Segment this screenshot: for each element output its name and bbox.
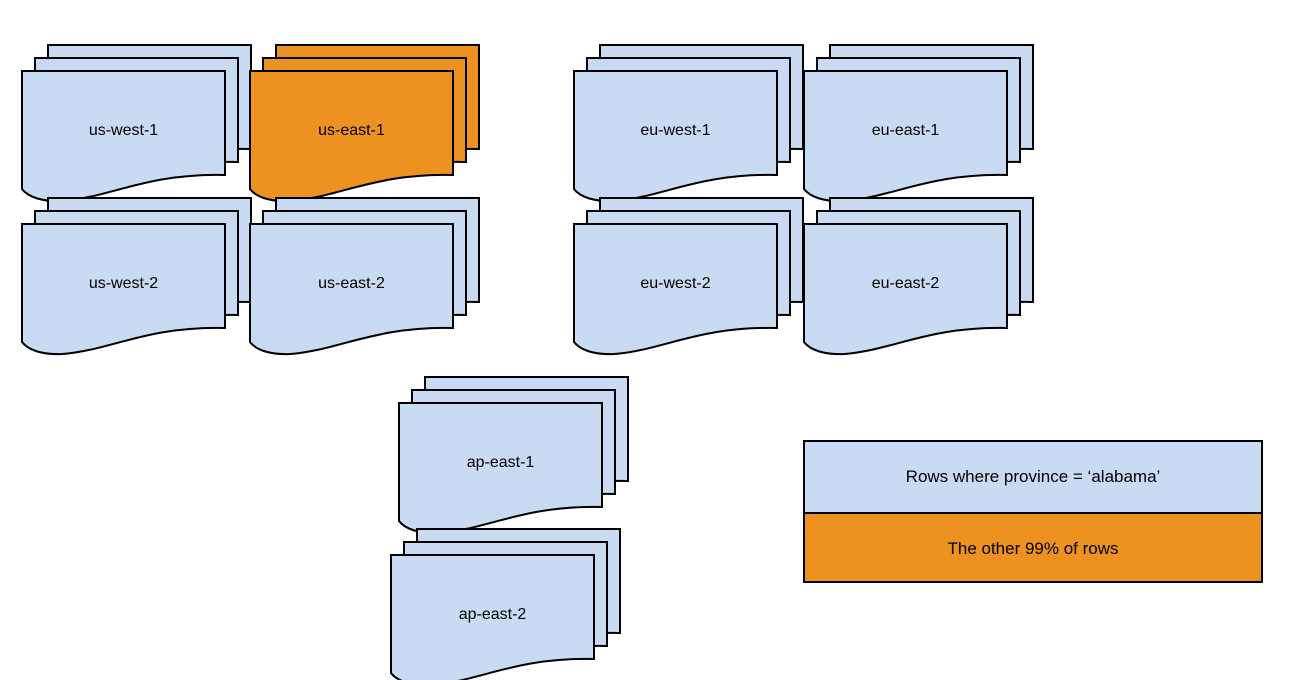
document-sheet-path [803,223,1008,356]
document-stack-us-east-1[interactable]: us-east-1 [249,44,482,212]
document-stack-us-east-2[interactable]: us-east-2 [249,197,482,365]
document-stack-shape [249,44,480,203]
document-sheet-path [21,223,226,356]
document-stack-shape [803,44,1034,203]
legend-row-other-rows: The other 99% of rows [805,513,1261,581]
document-stack-eu-east-2[interactable]: eu-east-2 [803,197,1036,365]
document-stack-eu-west-1[interactable]: eu-west-1 [573,44,806,212]
document-stack-us-west-1[interactable]: us-west-1 [21,44,254,212]
document-stack-us-west-2[interactable]: us-west-2 [21,197,254,365]
document-sheet-3 [249,223,454,356]
document-stack-shape [21,197,252,356]
document-sheet-3 [803,70,1008,203]
legend-label-other-rows: The other 99% of rows [947,539,1119,559]
document-sheet-3 [398,402,603,535]
document-sheet-3 [21,70,226,203]
document-sheet-path [390,554,595,680]
document-stack-ap-east-2[interactable]: ap-east-2 [390,528,623,680]
document-sheet-3 [573,223,778,356]
document-stack-shape [249,197,480,356]
document-stack-eu-east-1[interactable]: eu-east-1 [803,44,1036,212]
document-sheet-3 [803,223,1008,356]
document-stack-shape [573,197,804,356]
document-sheet-3 [249,70,454,203]
document-stack-shape [21,44,252,203]
document-sheet-path [573,223,778,356]
document-stack-ap-east-1[interactable]: ap-east-1 [398,376,631,544]
document-stack-shape [803,197,1034,356]
document-sheet-path [21,70,226,203]
document-sheet-path [249,70,454,203]
document-sheet-path [803,70,1008,203]
legend-box: Rows where province = ‘alabama’ The othe… [803,440,1263,583]
document-sheet-path [398,402,603,535]
legend-label-matching-rows: Rows where province = ‘alabama’ [905,466,1161,486]
document-sheet-3 [21,223,226,356]
document-stack-shape [398,376,629,535]
document-sheet-3 [573,70,778,203]
legend-row-matching-rows: Rows where province = ‘alabama’ [805,442,1261,514]
document-stack-eu-west-2[interactable]: eu-west-2 [573,197,806,365]
document-sheet-3 [390,554,595,680]
document-stack-shape [390,528,621,680]
document-sheet-path [573,70,778,203]
document-stack-shape [573,44,804,203]
document-sheet-path [249,223,454,356]
